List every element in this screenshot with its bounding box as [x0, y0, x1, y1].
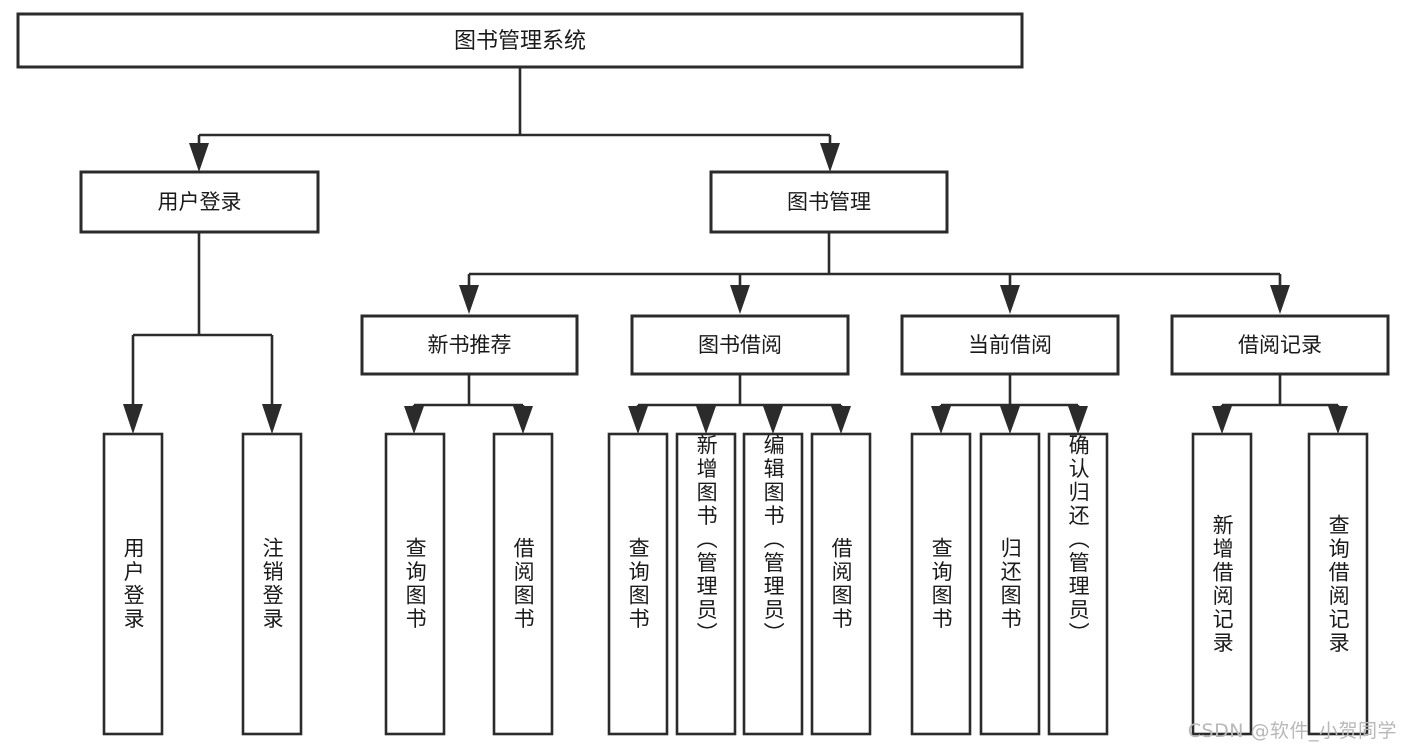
csdn-watermark: CSDN @软件_小贺同学: [1187, 720, 1397, 742]
leaf-box-user-login[interactable]: [102, 432, 164, 736]
connector-book-manage-to-level3: [459, 232, 1290, 314]
arrow-head-to-user-login-leaf: [123, 404, 143, 434]
node-borrow-record[interactable]: 借阅记录: [1170, 314, 1390, 376]
leaf-box-nb-query-book[interactable]: [384, 432, 446, 736]
arrow-head-to-new-book: [459, 285, 479, 314]
current-borrow-box: [900, 314, 1120, 376]
arrow-head-br-1: [1212, 406, 1232, 434]
book-manage-label: 图书管理: [787, 190, 871, 214]
new-book-recommend-box: [360, 314, 579, 376]
node-new-book-recommend[interactable]: 新书推荐: [360, 314, 579, 376]
node-current-borrow[interactable]: 当前借阅: [900, 314, 1120, 376]
arrow-head-cb-1: [931, 406, 951, 434]
leaf-box-nb-borrow-book[interactable]: [492, 432, 554, 736]
connector-borrow-record-to-leaves: [1212, 374, 1348, 434]
borrow-record-label: 借阅记录: [1238, 333, 1322, 357]
arrow-head-bb-2: [696, 406, 716, 434]
current-borrow-label: 当前借阅: [968, 333, 1052, 357]
arrow-head-to-borrow-record: [1270, 285, 1290, 314]
book-borrow-label: 图书借阅: [698, 333, 782, 357]
arrow-head-to-book-borrow: [730, 285, 750, 314]
connector-new-book-to-leaves: [404, 374, 533, 434]
connector-book-borrow-to-leaves: [628, 374, 851, 434]
arrow-head-to-user-login: [189, 143, 209, 172]
arrow-head-cb-2: [1000, 406, 1020, 434]
user-login-label: 用户登录: [158, 190, 242, 214]
node-book-manage[interactable]: 图书管理: [709, 170, 949, 234]
arrow-head-to-logout-leaf: [262, 404, 282, 434]
new-book-recommend-label: 新书推荐: [428, 333, 512, 357]
arrow-head-bb-3: [763, 406, 783, 434]
arrow-head-to-current-borrow: [1000, 285, 1020, 314]
arrow-head-br-2: [1328, 406, 1348, 434]
leaf-box-bb-edit-book[interactable]: [742, 432, 804, 736]
leaf-box-br-add-record[interactable]: [1191, 432, 1253, 736]
connector-user-login-to-leaves: [123, 232, 282, 434]
arrow-head-nb-2: [513, 406, 533, 434]
leaf-box-cb-query-book[interactable]: [910, 432, 972, 736]
arrow-head-cb-3: [1068, 406, 1088, 434]
root-label: 图书管理系统: [454, 29, 586, 54]
connector-current-borrow-to-leaves: [931, 374, 1088, 434]
node-book-borrow[interactable]: 图书借阅: [630, 314, 850, 376]
node-root-system[interactable]: 图书管理系统: [16, 12, 1024, 69]
root-box: [16, 12, 1024, 69]
leaf-box-bb-query-book[interactable]: [607, 432, 669, 736]
leaf-box-br-query-record[interactable]: [1307, 432, 1369, 736]
node-user-login[interactable]: 用户登录: [79, 170, 320, 234]
leaf-box-bb-add-book[interactable]: [675, 432, 737, 736]
leaf-box-cb-return-book[interactable]: [979, 432, 1041, 736]
arrow-head-bb-4: [831, 406, 851, 434]
leaf-box-logout[interactable]: [241, 432, 303, 736]
leaf-box-bb-borrow-book[interactable]: [810, 432, 872, 736]
arrow-head-nb-1: [404, 406, 424, 434]
arrow-head-bb-1: [628, 406, 648, 434]
user-login-box: [79, 170, 320, 234]
leaf-box-cb-confirm-return[interactable]: [1047, 432, 1109, 736]
arrow-head-to-book-manage: [820, 143, 840, 172]
connector-root-to-level2: [189, 67, 840, 172]
